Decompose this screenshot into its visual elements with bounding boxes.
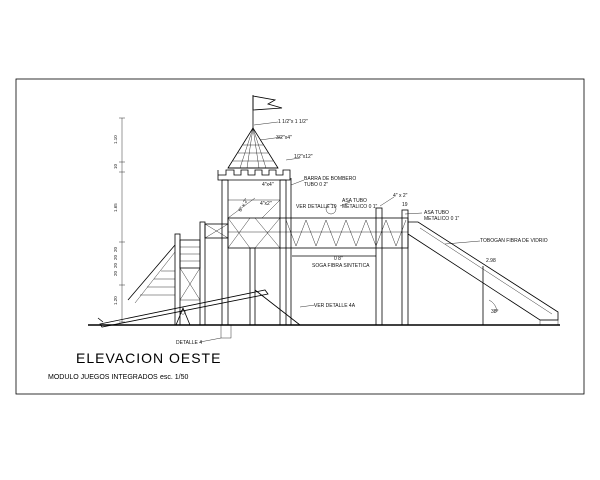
label-beam-4x4: 4"x4" [262,182,274,188]
dim-text: 1.20 [113,296,118,305]
label-roof-board: 3/2"x4" [276,135,292,141]
drawing-title: ELEVACION OESTE [76,350,221,366]
dim-text: 10 [113,163,118,169]
bridge-deck [227,203,409,326]
label-slide-angle: 38° [491,309,499,315]
dim-text: 20 [113,246,118,252]
leader-lines [253,121,481,308]
label-fireman-tube: TUBO 0 2" [304,182,328,188]
label-slide-length: 2.98 [486,258,496,264]
drawing-scale: esc. 1/50 [160,374,189,381]
climbing-frame [127,221,256,326]
label-handle-tube-2-size: METALICO 0 1" [424,216,460,222]
sheet-border [15,78,585,395]
dim-text: 1.10 [113,135,118,144]
label-flag-post: 1 1/2"x 1 1/2" [278,119,308,125]
dim-text: 20 [113,270,118,276]
label-rope-size: 0 8" [334,256,343,262]
tower-structure [221,178,292,326]
label-slide: TOBOGAN FIBRA DE VIDRIO [480,238,548,244]
label-beam-4x2: 4"x2" [260,201,272,207]
seesaw [97,289,301,328]
label-see-detail-10: VER DETALLE 10 [296,204,337,210]
tower-battlements [217,169,291,181]
label-handle-tube: ASA TUBO [342,198,367,204]
dim-text: 1.65 [113,203,118,212]
label-handle-tube-2: ASA TUBO [424,210,449,216]
dim-text: 20 [113,254,118,260]
label-handle-tube-size: METALICO 0 1" [342,204,378,210]
dim-text: 20 [113,262,118,268]
vertical-dimension-chain: 1.10 10 1.65 20 20 20 20 1.20 [113,117,125,323]
label-fireman-bar: BARRA DE BOMBERO [304,176,356,182]
slide [407,221,559,326]
label-dim-19: 19 [402,202,408,208]
label-beam-6x2: 6" x 2" [238,197,251,213]
label-post: 1/2"x12" [294,154,313,160]
label-detail-4: DETALLE 4 [176,340,202,346]
footing-detail [199,324,232,343]
flag [252,95,283,128]
label-beam-4x2-b: 4" x 2" [393,193,408,199]
drawing-subtitle: MODULO JUEGOS INTEGRADOS [48,374,158,381]
label-see-detail-4a: VER DETALLE 4A [314,303,356,309]
tower-roof [227,127,279,169]
label-rope: SOGA FIBRA SINTETICA [312,263,370,269]
